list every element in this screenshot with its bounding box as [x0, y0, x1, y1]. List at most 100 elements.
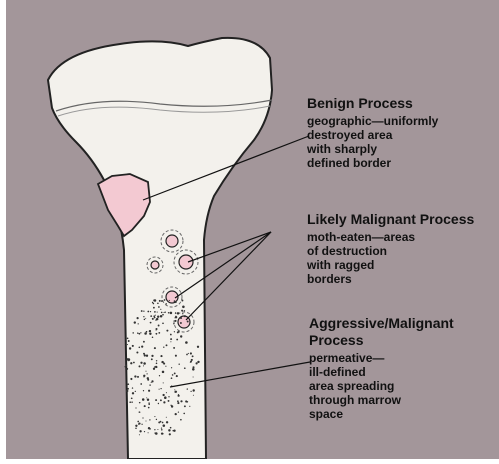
stipple-dot: [153, 307, 155, 309]
stipple-dot: [180, 322, 182, 324]
stipple-dot: [162, 433, 163, 434]
stipple-dot: [178, 411, 179, 412]
stipple-dot: [163, 424, 166, 427]
stipple-dot: [181, 300, 183, 302]
stipple-dot: [141, 424, 142, 425]
stipple-dot: [193, 376, 194, 377]
stipple-dot: [137, 421, 139, 423]
stipple-dot: [149, 330, 151, 332]
stipple-dot: [161, 429, 163, 431]
stipple-dot: [160, 421, 162, 423]
aggressive-malignant-description: permeative— ill-defined area spreading t…: [309, 351, 454, 421]
stipple-dot: [126, 365, 127, 366]
stipple-dot: [191, 359, 193, 361]
stipple-dot: [139, 365, 141, 367]
stipple-dot: [150, 322, 152, 324]
stipple-dot: [152, 337, 154, 339]
stipple-dot: [145, 420, 146, 421]
stipple-dot: [130, 362, 132, 364]
stipple-dot: [193, 395, 194, 396]
stipple-dot: [192, 355, 194, 357]
stipple-dot: [175, 302, 176, 303]
likely-malignant-description: moth-eaten—areas of destruction with rag…: [307, 230, 474, 286]
stipple-dot: [148, 407, 150, 409]
stipple-dot: [188, 353, 189, 354]
aggressive-malignant-title: Aggressive/Malignant Process: [309, 315, 454, 349]
stipple-dot: [150, 315, 152, 317]
stipple-dot: [132, 332, 134, 334]
stipple-dot: [174, 300, 176, 302]
stipple-dot: [174, 331, 175, 332]
stipple-dot: [151, 382, 152, 383]
stipple-dot: [190, 362, 191, 363]
stipple-dot: [135, 407, 136, 408]
stipple-dot: [143, 341, 145, 343]
stipple-dot: [163, 347, 164, 348]
stipple-dot: [143, 390, 144, 391]
stipple-dot: [173, 347, 175, 349]
stipple-dot: [182, 313, 183, 314]
stipple-dot: [143, 311, 144, 312]
stipple-dot: [178, 363, 179, 364]
stipple-dot: [184, 315, 186, 317]
stipple-dot: [128, 340, 130, 342]
stipple-dot: [163, 363, 165, 365]
stipple-dot: [184, 367, 186, 369]
stipple-dot: [139, 434, 140, 435]
stipple-dot: [145, 371, 146, 372]
stipple-dot: [163, 401, 165, 403]
stipple-dot: [166, 392, 167, 393]
stipple-dot: [144, 354, 146, 356]
stipple-dot: [148, 390, 150, 392]
stipple-dot: [162, 314, 164, 316]
stipple-dot: [157, 316, 159, 318]
stipple-dot: [133, 362, 135, 364]
stipple-dot: [139, 347, 141, 349]
stipple-dot: [166, 421, 168, 423]
stipple-dot: [137, 332, 139, 334]
stipple-dot: [175, 413, 177, 415]
stipple-dot: [177, 402, 179, 404]
stipple-dot: [143, 353, 145, 355]
stipple-dot: [146, 355, 148, 357]
benign-process-label: Benign Process geographic—uniformly dest…: [307, 95, 438, 170]
stipple-dot: [155, 319, 156, 320]
stipple-dot: [175, 312, 176, 313]
stipple-dot: [175, 355, 177, 357]
stipple-dot: [164, 299, 166, 301]
stipple-dot: [149, 384, 150, 385]
stipple-dot: [162, 322, 164, 324]
stipple-dot: [159, 389, 160, 390]
stipple-dot: [159, 300, 161, 302]
stipple-dot: [151, 355, 153, 357]
stipple-dot: [165, 303, 166, 304]
stipple-dot: [162, 394, 164, 396]
stipple-dot: [127, 358, 130, 361]
stipple-dot: [135, 427, 137, 429]
stipple-dot: [177, 312, 179, 314]
stipple-dot: [147, 311, 149, 313]
stipple-dot: [145, 318, 146, 319]
stipple-dot: [158, 332, 160, 334]
stipple-dot: [186, 354, 188, 356]
stipple-dot: [140, 362, 142, 364]
stipple-dot: [185, 341, 188, 344]
stipple-dot: [152, 318, 154, 320]
stipple-dot: [154, 429, 155, 430]
stipple-dot: [153, 368, 155, 370]
stipple-dot: [154, 366, 155, 367]
stipple-dot: [178, 395, 180, 397]
stipple-dot: [174, 320, 176, 322]
stipple-dot: [155, 399, 157, 401]
stipple-dot: [166, 417, 167, 418]
stipple-dot: [171, 367, 172, 368]
stipple-dot: [146, 397, 147, 398]
stipple-dot: [143, 362, 146, 365]
stipple-dot: [160, 315, 163, 318]
stipple-dot: [127, 383, 129, 385]
stipple-dot: [155, 432, 158, 435]
stipple-dot: [170, 334, 171, 335]
stipple-dot: [185, 400, 187, 402]
stipple-dot: [159, 422, 160, 423]
